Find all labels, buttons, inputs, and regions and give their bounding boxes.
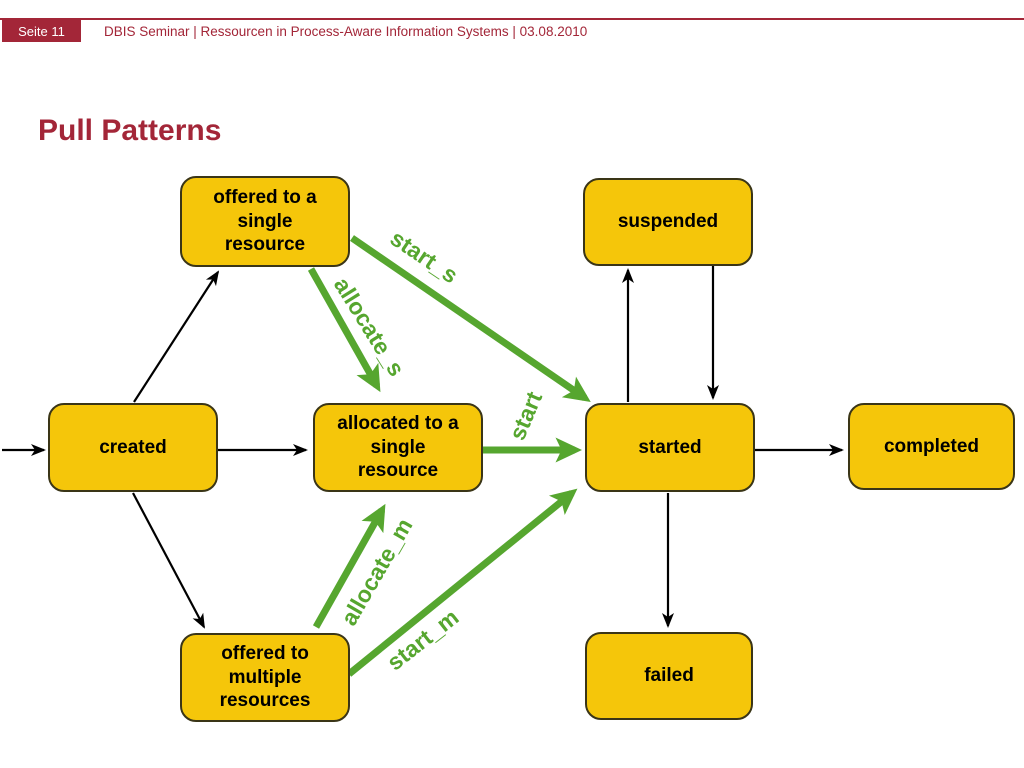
page-number-badge: Seite 11 [2, 20, 81, 42]
state-label: offered to multiple resources [219, 642, 311, 712]
state-offered-single: offered to a single resource [180, 176, 350, 267]
state-offered-multiple: offered to multiple resources [180, 633, 350, 722]
state-failed: failed [585, 632, 753, 720]
state-label: started [638, 436, 702, 458]
arrow-created-to-offered-multiple [132, 492, 205, 629]
arrow-start-s [350, 235, 591, 402]
state-label: completed [883, 435, 980, 457]
state-started: started [585, 403, 755, 492]
state-label: created [99, 436, 167, 458]
arrow-created-to-offered-single [133, 270, 220, 403]
header-rule [0, 18, 1024, 20]
arrow-start-m [346, 488, 578, 677]
header-text: DBIS Seminar | Ressourcen in Process-Awa… [104, 23, 588, 39]
state-completed: completed [848, 403, 1015, 490]
arrow-allocate-m [312, 503, 386, 629]
page-title: Pull Patterns [38, 114, 222, 147]
page-number-label: Seite 11 [18, 23, 65, 39]
arrow-allocate-s [307, 267, 381, 393]
state-created: created [48, 403, 218, 492]
state-label: offered to a single resource [213, 186, 317, 256]
state-allocated-single: allocated to a single resource [313, 403, 483, 492]
state-label: suspended [617, 211, 719, 233]
state-label: allocated to a single resource [337, 412, 459, 482]
state-suspended: suspended [583, 178, 753, 266]
state-label: failed [644, 665, 694, 687]
